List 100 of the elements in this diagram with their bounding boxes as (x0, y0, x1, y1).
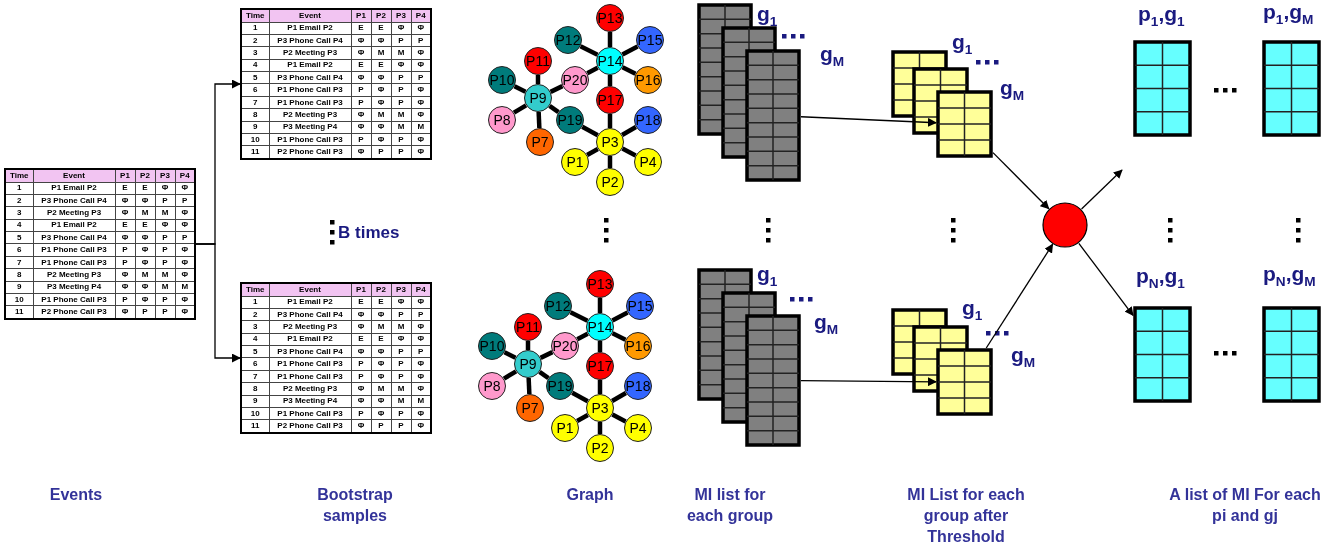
graph-node: P9 (524, 84, 552, 112)
table-cell: P3 Meeting P4 (269, 395, 351, 408)
stage-label: A list of MI For each pi and gj (1168, 485, 1322, 526)
graph-node: P8 (478, 372, 506, 400)
table-cell: P4 (175, 169, 195, 183)
table-cell: E (135, 182, 155, 195)
table-cell: Φ (391, 296, 411, 309)
table-cell: Event (269, 9, 351, 23)
table-cell: P (155, 243, 175, 257)
table-cell: P (155, 293, 175, 306)
table-cell: P1 Phone Call P3 (269, 357, 351, 371)
table-cell: 6 (241, 83, 269, 97)
graph-edge (621, 146, 637, 158)
graph-edge (611, 391, 627, 403)
table-cell: P3 (391, 283, 411, 297)
table-cell: 2 (241, 308, 269, 321)
table-cell: P2 (371, 9, 391, 23)
table-cell: M (371, 382, 391, 396)
graph-edge (536, 111, 542, 129)
graph-node: P10 (488, 66, 516, 94)
table-cell: 1 (241, 22, 269, 35)
table-cell: Φ (371, 308, 391, 321)
table-cell: E (351, 59, 371, 72)
table-cell: E (371, 333, 391, 346)
graph-node: P2 (586, 434, 614, 462)
table-cell: P1 Email P2 (269, 296, 351, 309)
graph-node: P13 (586, 270, 614, 298)
graph-node: P19 (556, 106, 584, 134)
graph-node: P12 (544, 292, 572, 320)
graph-edge (576, 331, 589, 342)
table-cell: E (135, 219, 155, 232)
table-cell: P1 (351, 9, 371, 23)
table-cell: Φ (351, 320, 371, 334)
table-cell: Φ (371, 407, 391, 420)
graph-edge (586, 65, 599, 76)
table-drawing (1262, 40, 1321, 137)
table-cell: P2 Meeting P3 (269, 382, 351, 396)
table-cell: M (391, 46, 411, 60)
graph-edge (549, 84, 564, 94)
table-cell: P (391, 83, 411, 97)
table-drawing (936, 90, 993, 158)
group-label: g$_{M}$ (820, 42, 845, 70)
group-label: p$_{1}$,g$_{1}$ (1138, 2, 1185, 30)
table-cell: E (115, 182, 135, 195)
table-cell: 4 (241, 59, 269, 72)
table-cell: P1 (351, 283, 371, 297)
table-cell: 10 (5, 293, 33, 306)
table-cell: M (371, 320, 391, 334)
table-cell: Φ (155, 219, 175, 232)
stage-label: MI list for each group (685, 485, 775, 526)
table-cell: Φ (115, 206, 135, 220)
table-cell: P1 Email P2 (33, 182, 115, 195)
table-cell: 9 (241, 395, 269, 408)
table-cell: M (391, 320, 411, 334)
table-cell: E (351, 333, 371, 346)
stage-label: Bootstrap samples (316, 485, 394, 526)
graph-node: P14 (596, 47, 624, 75)
table-cell: Φ (371, 71, 391, 84)
table-cell: P (391, 370, 411, 383)
table-cell: 4 (241, 333, 269, 346)
graph-edge (621, 44, 639, 57)
table-cell: P3 Phone Call P4 (33, 231, 115, 244)
table-cell: P3 Phone Call P4 (269, 71, 351, 84)
table-cell: 10 (241, 407, 269, 420)
table-cell: P (115, 293, 135, 306)
group-label: p$_{N}$,g$_{1}$ (1136, 264, 1185, 292)
table-cell: M (371, 108, 391, 122)
table-cell: P4 (411, 9, 431, 23)
table-cell: 7 (5, 256, 33, 269)
table-cell: P1 Email P2 (269, 333, 351, 346)
table-cell: Φ (155, 182, 175, 195)
table-cell: Φ (411, 333, 431, 346)
table-cell: M (155, 281, 175, 294)
table-cell: Φ (351, 345, 371, 358)
graph-node: P14 (586, 313, 614, 341)
event-table (4, 168, 194, 320)
table-cell: P1 Phone Call P3 (33, 256, 115, 269)
table-cell: Φ (371, 357, 391, 371)
table-cell: 3 (241, 320, 269, 334)
table-cell: E (371, 22, 391, 35)
graph-node: P2 (596, 168, 624, 196)
table-cell: P1 Email P2 (269, 59, 351, 72)
graph-edge (503, 350, 517, 360)
table-cell: Φ (175, 219, 195, 232)
table-cell: Φ (371, 370, 391, 383)
table-cell: Φ (351, 395, 371, 408)
group-label: g$_{M}$ (1000, 76, 1025, 104)
table-cell: Φ (135, 231, 155, 244)
table-cell: P3 Phone Call P4 (33, 194, 115, 207)
graph-edge (513, 84, 527, 94)
table-cell: P1 Phone Call P3 (33, 293, 115, 306)
group-label: g$_{M}$ (1011, 343, 1036, 371)
graph-edge (586, 147, 599, 157)
table-cell: P (391, 407, 411, 420)
table-cell: Φ (371, 34, 391, 47)
table-cell: P (115, 256, 135, 269)
table-cell: 5 (241, 71, 269, 84)
table-drawing (1133, 306, 1192, 403)
table-cell: P3 Meeting P4 (269, 121, 351, 134)
table-cell: M (391, 108, 411, 122)
